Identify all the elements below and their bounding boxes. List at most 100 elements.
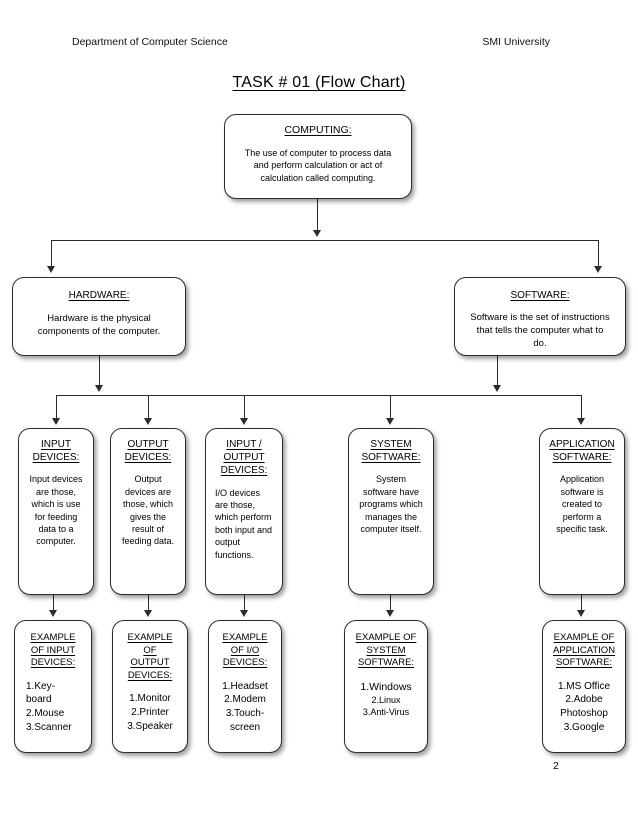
node-io-devices-title-line2: OUTPUT xyxy=(223,452,265,464)
list-item: 2.Modem xyxy=(224,694,266,706)
list-item: 2.Adobe xyxy=(565,694,603,706)
node-input-devices-title-line1: INPUT xyxy=(41,439,71,450)
node-hardware-title: HARDWARE: xyxy=(68,290,130,301)
arrowhead-system-software xyxy=(386,418,394,425)
node-example-io-devices-title: EXAMPLE OF I/O DEVICES: xyxy=(223,632,268,670)
node-input-devices-body: Input devices are those, which is use fo… xyxy=(29,474,83,547)
arrowhead-hardware xyxy=(47,266,55,273)
arrowhead-output-devices xyxy=(144,418,152,425)
arrowhead-example-io xyxy=(240,610,248,617)
node-example-input-devices-items: 1.Key- board 2.Mouse 3.Scanner xyxy=(22,680,84,735)
node-input-devices-title-line2: DEVICES: xyxy=(32,452,80,464)
arrowhead-input-devices xyxy=(52,418,60,425)
node-computing[interactable]: COMPUTING: The use of computer to proces… xyxy=(224,114,412,199)
node-software[interactable]: SOFTWARE: Software is the set of instruc… xyxy=(454,277,626,356)
node-computing-body: The use of computer to process data and … xyxy=(245,147,392,184)
node-example-system-software-title-line2: SYSTEM xyxy=(366,644,406,656)
list-item: 1.Headset xyxy=(222,680,268,692)
list-item: 1.Key- xyxy=(26,680,55,692)
list-item: 3.Anti-Virus xyxy=(362,707,410,718)
node-example-input-devices-title-line3: DEVICES: xyxy=(30,657,76,669)
arrowhead-software xyxy=(594,266,602,273)
node-example-output-devices-items: 1.Monitor 2.Printer 3.Speaker xyxy=(127,692,173,733)
connector-bus-input xyxy=(56,395,58,420)
node-system-software[interactable]: SYSTEM SOFTWARE: System software have pr… xyxy=(348,428,434,595)
connector-bus-hardware xyxy=(51,240,53,268)
node-example-output-devices[interactable]: EXAMPLE OF OUTPUT DEVICES: 1.Monitor 2.P… xyxy=(112,620,188,753)
node-example-application-software-title-line2: APPLICATION xyxy=(552,644,616,656)
node-hardware-body-line2: components of the computer. xyxy=(37,326,161,338)
arrowhead-example-system xyxy=(386,610,394,617)
node-example-io-devices-items: 1.Headset 2.Modem 3.Touch- screen xyxy=(222,680,268,735)
list-item-continuation: screen xyxy=(229,721,260,733)
node-software-body-line3: do. xyxy=(533,338,547,350)
header-department: Department of Computer Science xyxy=(72,36,228,48)
list-item: 2.Linux xyxy=(371,695,401,706)
node-example-input-devices[interactable]: EXAMPLE OF INPUT DEVICES: 1.Key- board 2… xyxy=(14,620,92,753)
arrowhead-application-software xyxy=(577,418,585,425)
node-input-devices[interactable]: INPUT DEVICES: Input devices are those, … xyxy=(18,428,94,595)
connector-software-down xyxy=(497,356,499,390)
node-example-input-devices-title-line2: OF INPUT xyxy=(30,644,76,656)
list-item: 3.Speaker xyxy=(127,720,173,732)
arrowhead-io-devices xyxy=(240,418,248,425)
connector-hardware-down xyxy=(99,356,101,390)
node-example-io-devices-title-line2: OF I/O xyxy=(230,644,260,656)
node-output-devices-body: Output devices are those, which gives th… xyxy=(121,474,175,547)
node-software-body-line2: that tells the computer what to xyxy=(476,325,604,337)
node-software-body-line1: Software is the set of instructions xyxy=(470,312,610,324)
page-title-text: TASK # 01 (Flow Chart) xyxy=(232,74,406,91)
node-hardware[interactable]: HARDWARE: Hardware is the physical compo… xyxy=(12,277,186,356)
node-system-software-body: System software have programs which mana… xyxy=(359,474,423,534)
node-application-software-body: Application software is created to perfo… xyxy=(556,474,608,534)
connector-output-example xyxy=(148,595,150,615)
list-item-continuation: Photoshop xyxy=(560,708,608,720)
node-application-software-title: APPLICATION SOFTWARE: xyxy=(549,438,614,464)
list-item: 3.Touch- xyxy=(225,708,265,720)
node-application-software[interactable]: APPLICATION SOFTWARE: Application softwa… xyxy=(539,428,625,595)
list-item-continuation: board xyxy=(26,694,52,706)
connector-bus-io xyxy=(244,395,246,420)
page-title: TASK # 01 (Flow Chart) xyxy=(0,74,638,92)
node-example-application-software-items: 1.MS Office 2.Adobe Photoshop 3.Google xyxy=(558,680,610,735)
connector-system-example xyxy=(390,595,392,615)
node-output-devices[interactable]: OUTPUT DEVICES: Output devices are those… xyxy=(110,428,186,595)
connector-bus-output xyxy=(148,395,150,420)
page-number: 2 xyxy=(553,760,559,772)
node-example-system-software-title: EXAMPLE OF SYSTEM SOFTWARE: xyxy=(356,632,417,670)
node-example-io-devices[interactable]: EXAMPLE OF I/O DEVICES: 1.Headset 2.Mode… xyxy=(208,620,282,753)
connector-io-example xyxy=(244,595,246,615)
node-io-devices-title-line3: DEVICES: xyxy=(220,465,268,477)
arrowhead-hardware-bus xyxy=(95,385,103,392)
node-io-devices-title: INPUT / OUTPUT DEVICES: xyxy=(221,438,268,478)
node-example-output-devices-title: EXAMPLE OF OUTPUT DEVICES: xyxy=(128,632,173,682)
arrowhead-computing-bus xyxy=(313,230,321,237)
connector-bus-software-children xyxy=(390,395,582,397)
node-example-output-devices-title-line3: OUTPUT xyxy=(130,657,170,669)
node-example-system-software-items: 1.Windows 2.Linux 3.Anti-Virus xyxy=(360,680,411,719)
connector-application-example xyxy=(581,595,583,615)
node-application-software-title-line2: SOFTWARE: xyxy=(552,452,612,464)
arrowhead-example-input xyxy=(49,610,57,617)
node-example-application-software[interactable]: EXAMPLE OF APPLICATION SOFTWARE: 1.MS Of… xyxy=(542,620,626,753)
connector-bus-software xyxy=(598,240,600,268)
node-output-devices-title-line1: OUTPUT xyxy=(127,439,169,450)
node-system-software-title-line1: SYSTEM xyxy=(370,439,412,450)
node-example-output-devices-title-line1: EXAMPLE xyxy=(127,632,173,643)
node-example-io-devices-title-line1: EXAMPLE xyxy=(222,632,268,643)
arrowhead-example-application xyxy=(577,610,585,617)
node-computing-body-line2: and perform calculation or act of xyxy=(253,160,383,171)
list-item: 1.Monitor xyxy=(129,693,171,705)
node-output-devices-title: OUTPUT DEVICES: xyxy=(125,438,172,464)
node-software-title: SOFTWARE: xyxy=(510,290,570,301)
node-example-system-software-title-line1: EXAMPLE OF xyxy=(355,632,417,643)
connector-bus-level2 xyxy=(51,240,598,242)
node-io-devices[interactable]: INPUT / OUTPUT DEVICES: I/O devices are … xyxy=(205,428,283,595)
node-example-output-devices-title-line4: DEVICES: xyxy=(127,669,173,681)
node-computing-body-line1: The use of computer to process data xyxy=(244,147,392,158)
header-university: SMI University xyxy=(482,36,550,48)
node-computing-body-line3: calculation called computing. xyxy=(260,172,376,183)
node-software-body: Software is the set of instructions that… xyxy=(470,311,609,350)
node-example-system-software[interactable]: EXAMPLE OF SYSTEM SOFTWARE: 1.Windows 2.… xyxy=(344,620,428,753)
